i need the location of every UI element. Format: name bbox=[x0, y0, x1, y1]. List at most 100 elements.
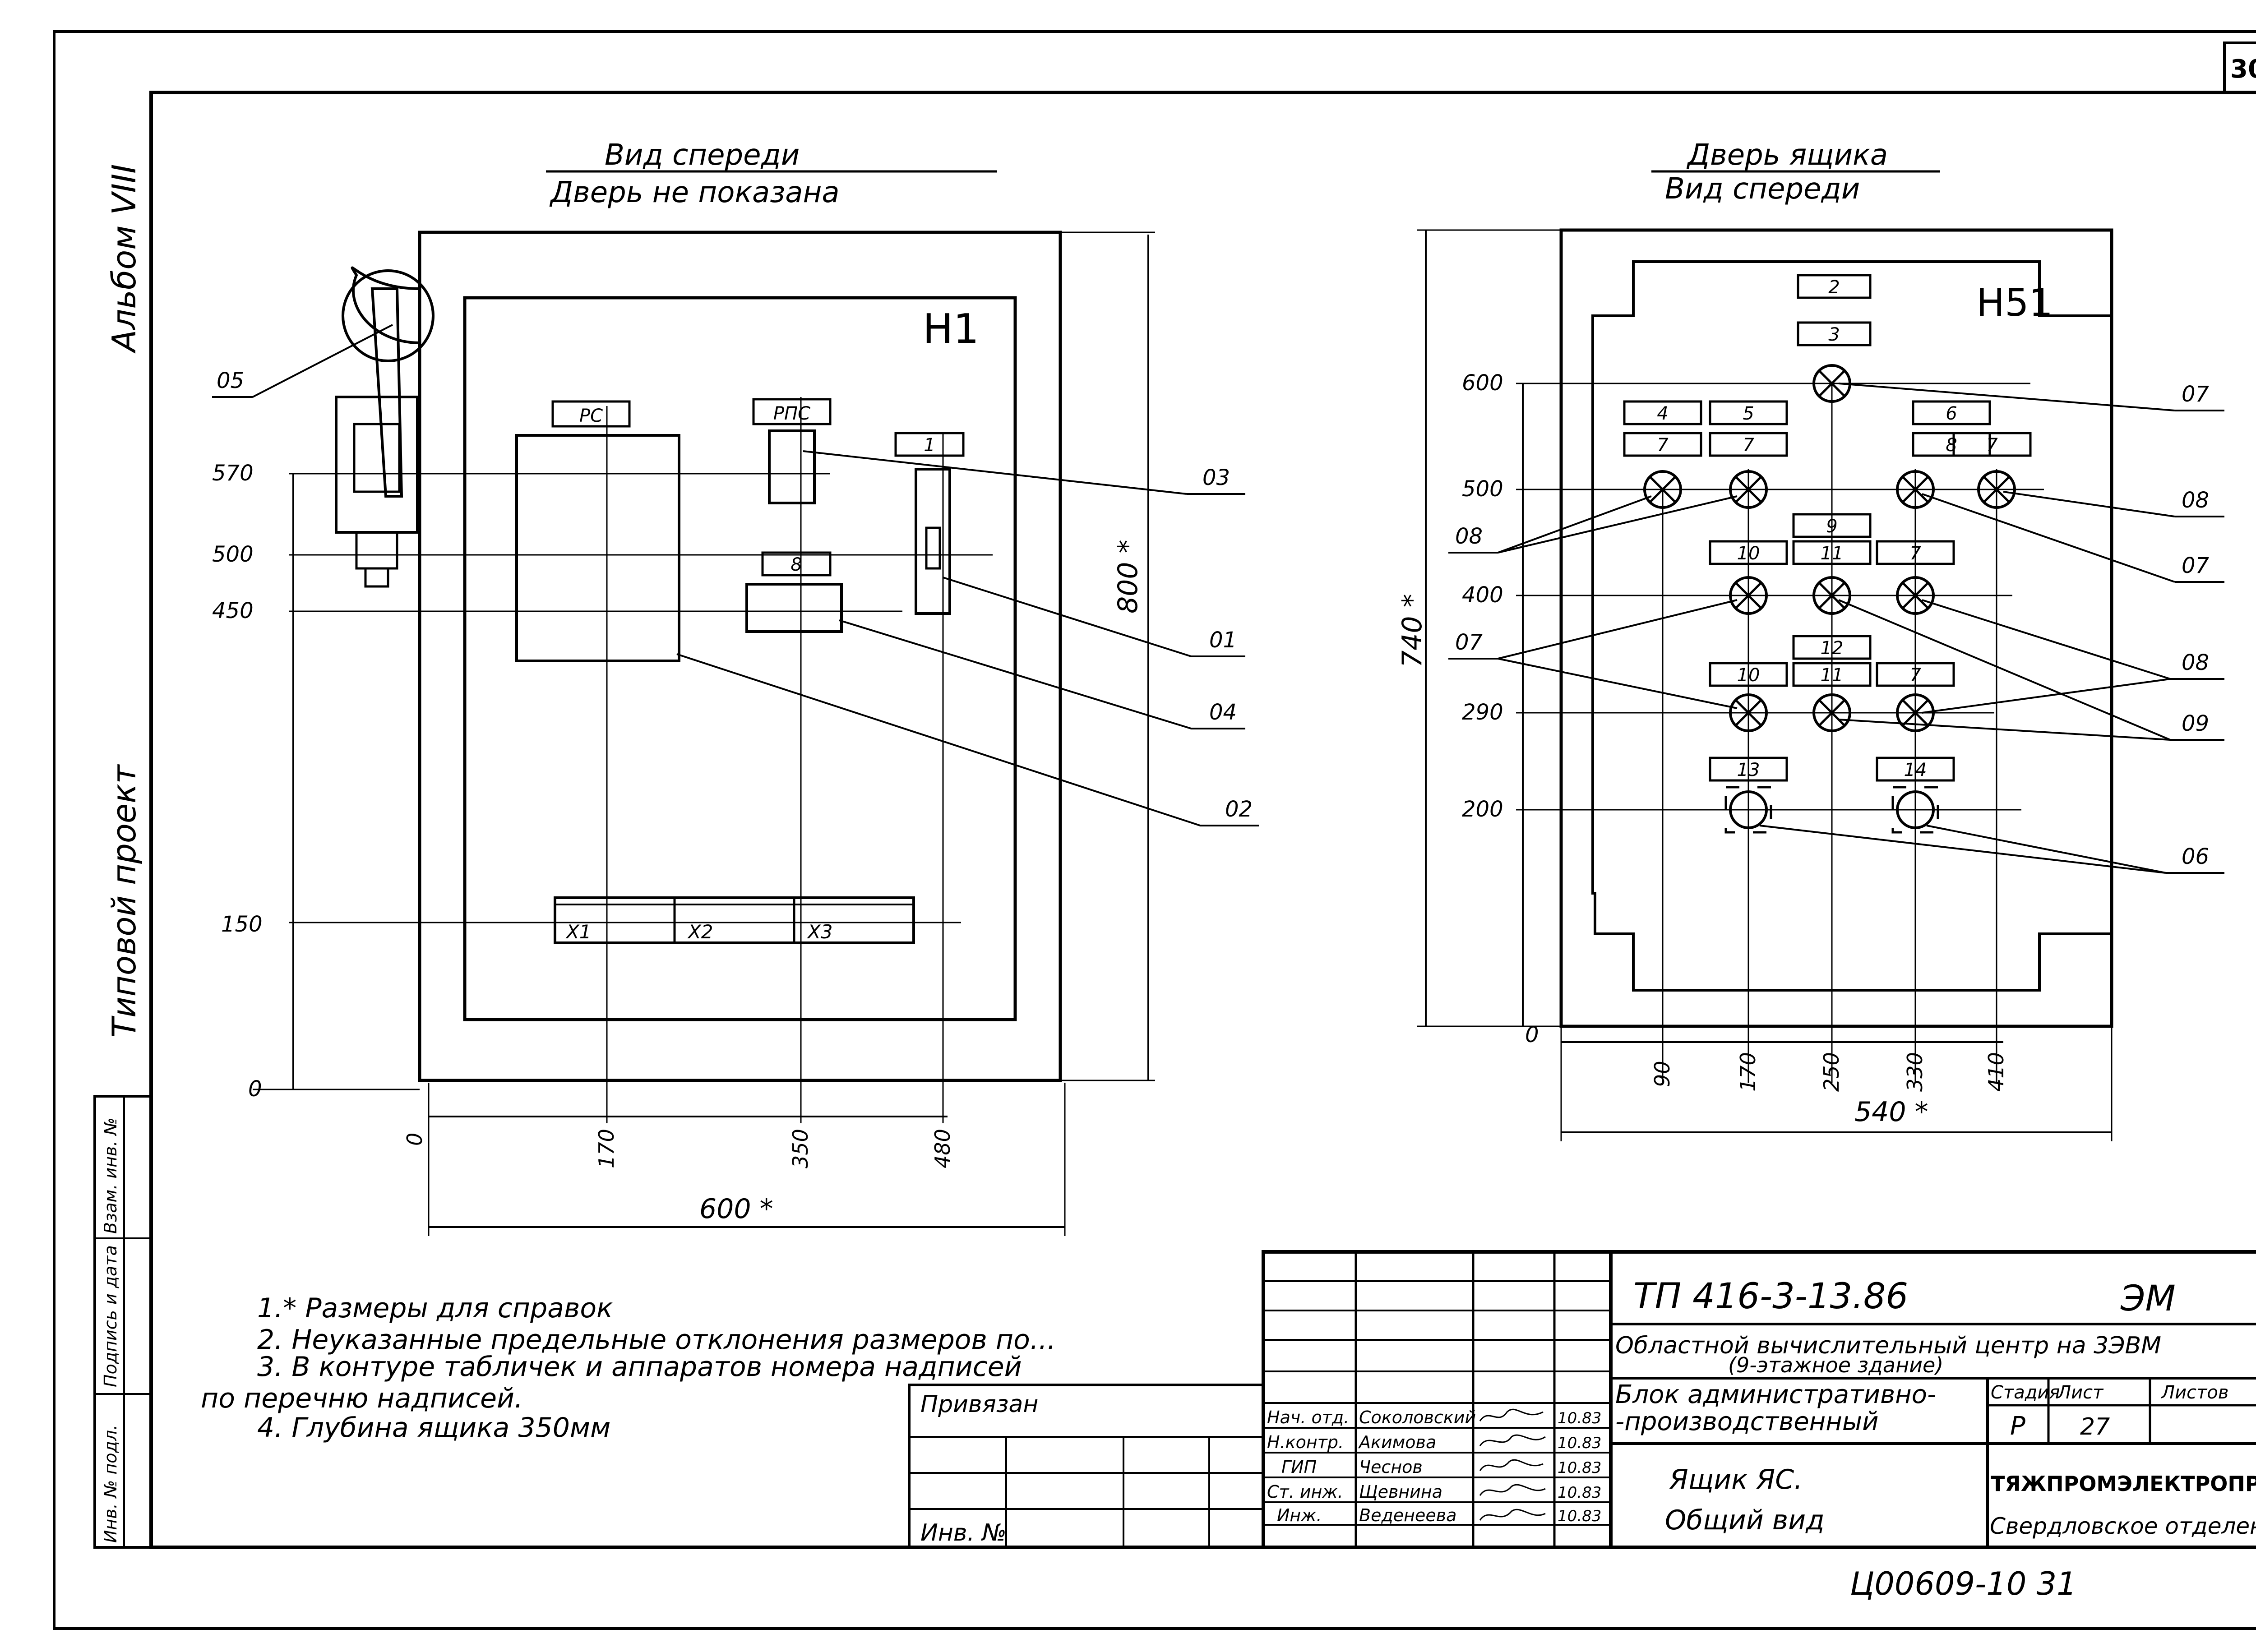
plate-8: 8 bbox=[1946, 435, 1957, 456]
door-hdim-250: 250 bbox=[1819, 1052, 1844, 1092]
front-dim-500: 500 bbox=[212, 542, 254, 567]
device-8-label: 8 bbox=[791, 554, 802, 575]
note-3: 3. В контуре табличек и аппаратов номера… bbox=[257, 1351, 1022, 1383]
door-hdim-330: 330 bbox=[1903, 1052, 1927, 1092]
door-plates: 2 3 4 5 6 7 7 8 7 9 10 11 7 bbox=[1623, 274, 2032, 782]
front-view: Вид спереди Дверь не показана Н1 РС РПС … bbox=[212, 138, 1259, 1236]
attached-block: Привязан Инв. № bbox=[908, 1384, 1265, 1549]
object-name: Областной вычислительный центр на 3ЭВМ bbox=[1615, 1332, 2161, 1359]
device-rs-label-plate bbox=[551, 400, 631, 428]
staff-name-0: Соколовский bbox=[1359, 1407, 1476, 1427]
device-8-label-plate bbox=[761, 551, 832, 577]
plate-7b: 7 bbox=[1743, 435, 1754, 456]
plate-7c: 7 bbox=[1986, 435, 1998, 456]
device-rps bbox=[768, 429, 816, 504]
front-hdim-170: 170 bbox=[594, 1129, 619, 1168]
device-1-window bbox=[925, 526, 941, 570]
sheet-number-box bbox=[2223, 42, 2256, 94]
staff-date-0: 10.83 bbox=[1558, 1409, 1601, 1427]
cabinet-label: Н1 bbox=[923, 305, 979, 353]
callout-03: 03 bbox=[1202, 465, 1230, 490]
stage-header: Стадия bbox=[1991, 1382, 2060, 1403]
staff-role-0: Нач. отд. bbox=[1267, 1407, 1349, 1427]
doc-mark: ЭМ bbox=[2120, 1278, 2176, 1319]
door-height-dim: 740 * bbox=[1396, 594, 1428, 668]
plate-3: 3 bbox=[1828, 324, 1840, 345]
note-4: 4. Глубина ящика 350мм bbox=[257, 1412, 610, 1444]
cabinet-inner bbox=[463, 296, 1017, 1021]
stage-value: Р bbox=[2010, 1412, 2025, 1441]
attached-inv-label: Инв. № bbox=[920, 1519, 1007, 1546]
staff-date-4: 10.83 bbox=[1558, 1507, 1601, 1525]
callout-l08: 08 bbox=[1455, 524, 1483, 549]
org-name: ТЯЖПРОМЭЛЕКТРОПРОЕКТ bbox=[1991, 1472, 2256, 1496]
callout-r08a: 08 bbox=[2182, 488, 2209, 513]
staff-name-3: Щевнина bbox=[1359, 1482, 1442, 1502]
sheet-value: 27 bbox=[2080, 1413, 2110, 1440]
door-label: Н51 bbox=[1976, 281, 2053, 325]
terminal-strip: Х1 Х2 Х3 bbox=[554, 896, 915, 944]
staff-name-1: Акимова bbox=[1358, 1432, 1436, 1452]
plate-7a: 7 bbox=[1657, 435, 1669, 456]
staff-role-2: ГИП bbox=[1281, 1457, 1317, 1477]
staff-role-3: Ст. инж. bbox=[1267, 1482, 1343, 1502]
front-dim-150: 150 bbox=[221, 912, 263, 937]
door-view-subtitle: Вид спереди bbox=[1665, 172, 1860, 206]
block-name-2: -производственный bbox=[1615, 1407, 1879, 1436]
door-outline bbox=[1559, 228, 2113, 1028]
archive-stamp: Ц00609-10 31 bbox=[1850, 1565, 2077, 1602]
device-rps-label-plate bbox=[752, 398, 832, 425]
door-dim-290: 290 bbox=[1462, 700, 1503, 725]
device-rs-label: РС bbox=[579, 406, 603, 426]
door-dim-500: 500 bbox=[1462, 476, 1503, 502]
device-1-label: 1 bbox=[924, 435, 935, 456]
door-hdim-410: 410 bbox=[1984, 1052, 2008, 1092]
door-hdim-90: 90 bbox=[1650, 1061, 1674, 1087]
sign-date-label: Подпись и дата bbox=[101, 1245, 120, 1387]
plate-4: 4 bbox=[1657, 403, 1668, 424]
project-type-label: Типовой проект bbox=[105, 764, 143, 1038]
front-view-title: Вид спереди bbox=[605, 138, 800, 172]
callout-05: 05 bbox=[217, 368, 244, 393]
front-hdim-0: 0 bbox=[402, 1133, 427, 1146]
door-dim-600: 600 bbox=[1462, 370, 1503, 396]
staff-date-2: 10.83 bbox=[1558, 1459, 1601, 1477]
door-dim-0: 0 bbox=[1525, 1022, 1539, 1047]
album-label: Альбом VIII bbox=[105, 164, 143, 354]
door-view-title: Дверь ящика bbox=[1686, 138, 1888, 172]
plate-5: 5 bbox=[1743, 403, 1754, 424]
note-3b: по перечню надписей. bbox=[201, 1383, 523, 1414]
staff-date-3: 10.83 bbox=[1558, 1484, 1601, 1502]
callout-r09: 09 bbox=[2182, 711, 2209, 736]
callout-r07b: 07 bbox=[2182, 553, 2210, 578]
sheets-header: Листов bbox=[2160, 1382, 2228, 1403]
sheet-number: 30 bbox=[2230, 55, 2256, 84]
margin-stamp: Инв. № подл. Подпись и дата Взам. инв. № bbox=[93, 1095, 153, 1549]
front-dim-570: 570 bbox=[212, 461, 254, 486]
front-hdim-480: 480 bbox=[930, 1129, 955, 1168]
inv-orig-label: Инв. № подл. bbox=[101, 1425, 120, 1543]
terminal-x3: Х3 bbox=[807, 921, 833, 943]
object-sub: (9-этажное здание) bbox=[1728, 1353, 1943, 1377]
staff-name-4: Веденеева bbox=[1359, 1505, 1456, 1525]
inv-replace-label: Взам. инв. № bbox=[101, 1117, 120, 1234]
terminal-x2: Х2 bbox=[687, 921, 713, 943]
door-view: Дверь ящика Вид спереди Н51 2 3 4 5 6 7 … bbox=[1396, 138, 2224, 1141]
drawing-name-2: Общий вид bbox=[1665, 1504, 1825, 1536]
device-1 bbox=[915, 468, 951, 615]
attached-label: Привязан bbox=[920, 1391, 1038, 1418]
note-1: 1.* Размеры для справок bbox=[257, 1292, 613, 1324]
door-dim-400: 400 bbox=[1462, 582, 1503, 608]
callout-r06: 06 bbox=[2182, 844, 2209, 869]
callout-l07: 07 bbox=[1455, 630, 1483, 655]
plate-2: 2 bbox=[1828, 277, 1840, 298]
cabinet-outline bbox=[418, 231, 1062, 1082]
door-hdim-170: 170 bbox=[1736, 1052, 1760, 1092]
device-rps-label: РПС bbox=[773, 403, 810, 424]
staff-name-2: Чеснов bbox=[1359, 1457, 1423, 1477]
staff-role-4: Инж. bbox=[1277, 1505, 1322, 1525]
staff-role-1: Н.контр. bbox=[1267, 1432, 1344, 1452]
sheet-header: Лист bbox=[2057, 1382, 2104, 1403]
callout-01: 01 bbox=[1209, 628, 1237, 653]
